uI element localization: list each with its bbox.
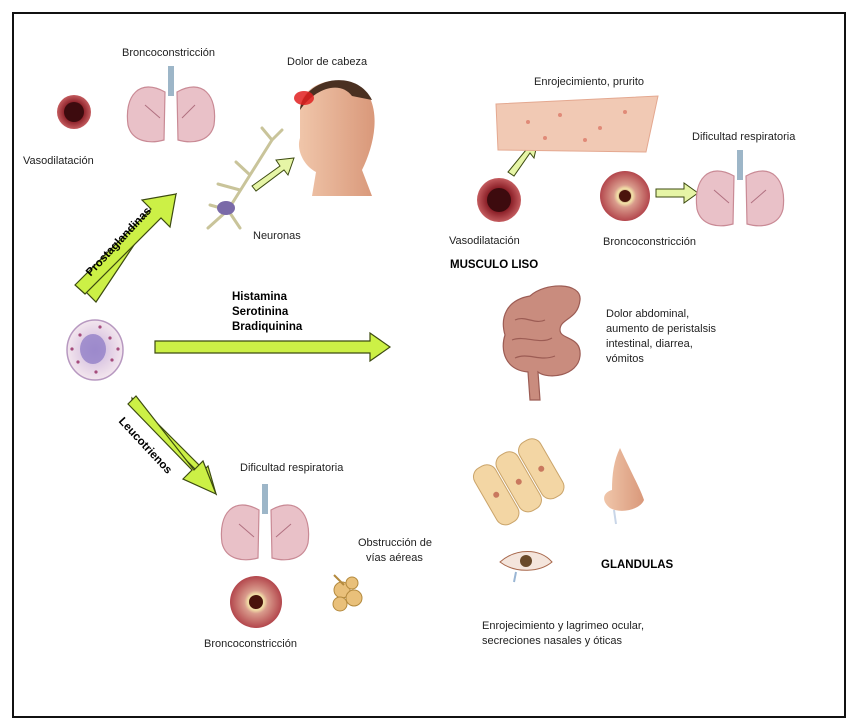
nose-image — [604, 448, 644, 524]
lungs-right-image — [696, 150, 783, 226]
label-vasodilatacion-left: Vasodilatación — [23, 154, 94, 168]
label-broncoconstriccion-top: Broncoconstricción — [122, 46, 215, 60]
label-obstruccion-1: Obstrucción de — [358, 536, 432, 550]
label-dolor-abdominal-3: intestinal, diarrea, — [606, 337, 693, 351]
label-dolor-abdominal-1: Dolor abdominal, — [606, 307, 689, 321]
label-enrojecimiento-ocular-1: Enrojecimiento y lagrimeo ocular, — [482, 619, 644, 633]
mast-cell-image — [67, 320, 123, 380]
vessel-dilated-right-image — [477, 178, 521, 222]
vessel-dilated-left-image — [57, 95, 91, 129]
bronchus-right-image — [600, 171, 650, 221]
label-dolor-abdominal-4: vómitos — [606, 352, 644, 366]
arrow-prostaglandinas — [75, 194, 176, 302]
arrow-bronco-pulmon — [656, 183, 698, 203]
label-neuronas: Neuronas — [253, 229, 301, 243]
label-broncoconstriccion-bottom: Broncoconstricción — [204, 637, 297, 651]
label-broncoconstriccion-right: Broncoconstricción — [603, 235, 696, 249]
label-bradiquinina: Bradiquinina — [232, 320, 302, 334]
label-histamina: Histamina — [232, 290, 287, 304]
lungs-top-image — [127, 66, 214, 142]
label-dificultad-respiratoria-bottom: Dificultad respiratoria — [240, 461, 343, 475]
label-glandulas: GLANDULAS — [601, 558, 673, 572]
bronchus-bottom-image — [230, 576, 282, 628]
gland-cells-image — [470, 435, 568, 528]
alveoli-image — [333, 575, 362, 611]
skin-redness-image — [496, 96, 658, 152]
label-dolor-cabeza: Dolor de cabeza — [287, 55, 367, 69]
lungs-bottom-image — [221, 484, 308, 560]
label-enrojecimiento-ocular-2: secreciones nasales y óticas — [482, 634, 622, 648]
label-dolor-abdominal-2: aumento de peristalsis — [606, 322, 716, 336]
label-serotinina: Serotinina — [232, 305, 288, 319]
label-vasodilatacion-right: Vasodilatación — [449, 234, 520, 248]
label-obstruccion-2: vías aéreas — [366, 551, 423, 565]
label-musculo-liso: MUSCULO LISO — [450, 258, 538, 272]
arrow-histamina — [155, 333, 390, 361]
head-image — [294, 80, 375, 196]
intestine-image — [503, 286, 580, 400]
label-enrojecimiento-prurito: Enrojecimiento, prurito — [534, 75, 644, 89]
label-dificultad-respiratoria-right: Dificultad respiratoria — [692, 130, 795, 144]
eye-image — [500, 552, 552, 583]
